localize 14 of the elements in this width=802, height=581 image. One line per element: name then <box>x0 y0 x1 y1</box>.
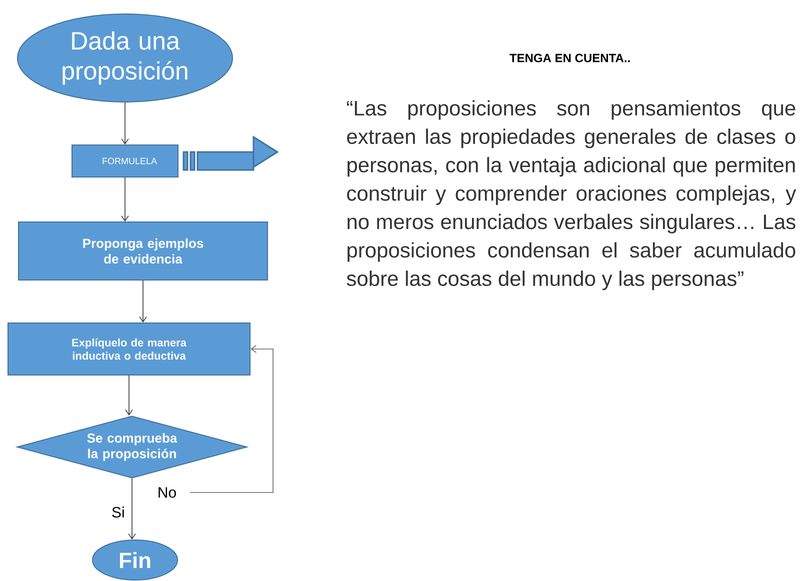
arrow <box>121 102 129 144</box>
process-box: Explíquelo de manera inductiva o deductiva <box>8 322 250 376</box>
heading: TENGA EN CUENTA.. <box>510 54 630 62</box>
arrow <box>128 478 136 540</box>
arrow <box>125 375 133 416</box>
quote-paragraph: “Las proposiciones son pensamientos que extraen las propiedades generales de clases o personas, con la ventaja adicional que permiten construir y comprender oraciones complejas, y no meros enunciados verbales singulares… Las proposiciones condensan el saber acumulado sobre las cosas del mundo y las personas” <box>346 100 796 290</box>
process-box: FORMULELA <box>72 144 178 178</box>
process-box: Proponga ejemplos de evidencia <box>18 222 268 280</box>
arrow <box>121 177 129 222</box>
block-arrow <box>182 136 279 171</box>
edge-label: No <box>156 486 178 499</box>
edge-label: Si <box>110 506 126 519</box>
arrow <box>139 280 147 322</box>
arrow <box>190 345 274 493</box>
